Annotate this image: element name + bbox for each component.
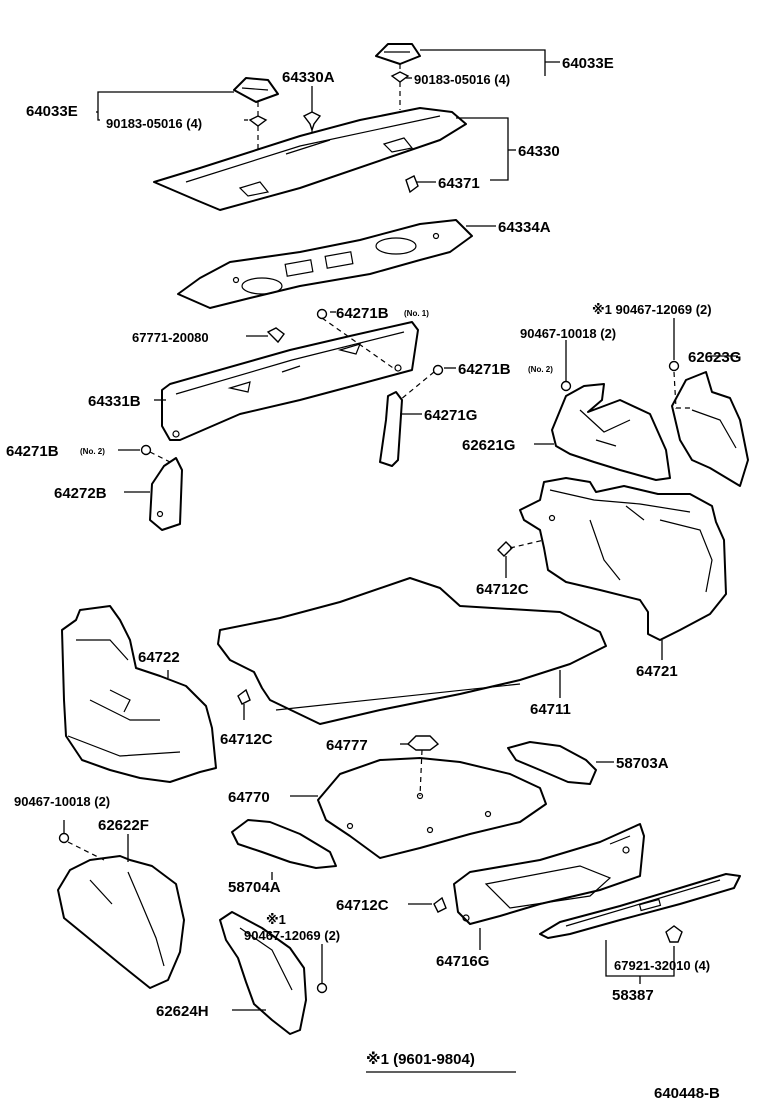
label-90467-10018-top: 90467-10018 (2) — [520, 326, 616, 341]
label-58704A: 58704A — [228, 879, 281, 896]
label-64712C-mid: 64712C — [220, 731, 273, 748]
label-90183-right: 90183-05016 (4) — [414, 72, 510, 87]
clip-64271B-no2-left — [140, 444, 152, 456]
screw-67921 — [665, 925, 683, 943]
wheelhouse-trim-62621G — [551, 383, 671, 481]
clip-90467-10018-top — [560, 380, 572, 392]
label-64722: 64722 — [138, 649, 180, 666]
clip-90467-10018-bot — [58, 832, 70, 844]
label-64331B: 64331B — [88, 393, 141, 410]
clip-64330A — [302, 111, 322, 133]
dash-line — [509, 539, 545, 549]
label-58703A: 58703A — [616, 755, 669, 772]
label-67771-20080: 67771-20080 — [132, 330, 209, 345]
label-62622F: 62622F — [98, 817, 149, 834]
footnote-text: ※1 (9601-9804) — [366, 1050, 475, 1068]
label-64271B-no2-left-note: (No. 2) — [80, 447, 105, 456]
dash-line — [399, 371, 435, 401]
speaker-cover-right — [375, 43, 421, 65]
clip-64271B-no2-right — [432, 364, 444, 376]
label-64271B-no2-left: 64271B — [6, 443, 59, 460]
side-trim-62623G — [671, 371, 749, 487]
label-64711: 64711 — [530, 701, 571, 718]
label-64271B-no1: 64271B — [336, 305, 389, 322]
dash-line — [149, 451, 171, 463]
trim-62624H — [219, 911, 307, 1035]
label-64777: 64777 — [326, 737, 368, 754]
clip-64712C-top — [497, 541, 513, 557]
label-62623G: 62623G — [688, 349, 741, 366]
label-67921-32010: 67921-32010 (4) — [614, 958, 710, 973]
clip-right — [390, 71, 410, 83]
rear-trim-panel — [161, 321, 419, 441]
label-64272B: 64272B — [54, 485, 107, 502]
label-64712C-top: 64712C — [476, 581, 529, 598]
clip-67771 — [266, 327, 285, 344]
diagram-code: 640448-B — [654, 1085, 720, 1102]
scuff-plate — [539, 873, 741, 939]
label-64271G: 64271G — [424, 407, 477, 424]
label-62621G: 62621G — [462, 437, 515, 454]
dash-line — [673, 371, 692, 409]
label-64330: 64330 — [518, 143, 560, 160]
pillar-trim-left — [149, 457, 183, 531]
trunk-side-trim-right — [519, 477, 727, 641]
rear-trunk-trim — [453, 823, 645, 925]
clip-left — [248, 115, 268, 127]
label-90467-10018-bot: 90467-10018 (2) — [14, 794, 110, 809]
pad-58704A — [231, 819, 337, 869]
hold-down-64777 — [406, 735, 440, 751]
label-90467-12069-bot-mark: ※1 — [266, 912, 286, 927]
spare-tire-cover — [317, 757, 547, 859]
dash-line — [419, 749, 423, 797]
clip-90467-12069-top — [668, 360, 680, 372]
label-64033E-right: 64033E — [562, 55, 614, 72]
dash-line — [67, 841, 105, 861]
clip-64712C-mid — [237, 688, 251, 705]
label-64330A: 64330A — [282, 69, 335, 86]
clip-64712C-bot — [433, 896, 447, 913]
label-90467-12069-top: ※1 90467-12069 (2) — [592, 302, 712, 317]
trim-62622F — [57, 855, 185, 989]
label-64770: 64770 — [228, 789, 270, 806]
label-64033E-left: 64033E — [26, 103, 78, 120]
label-90183-left: 90183-05016 (4) — [106, 116, 202, 131]
label-90467-12069-bot: 90467-12069 (2) — [244, 928, 340, 943]
label-64716G: 64716G — [436, 953, 489, 970]
dash-line — [321, 317, 397, 371]
clip-90467-12069-bot — [316, 982, 328, 994]
label-58387: 58387 — [612, 987, 654, 1004]
leader-lines — [63, 49, 738, 1011]
trunk-floor-mat — [217, 577, 607, 725]
label-62624H: 62624H — [156, 1003, 209, 1020]
pillar-trim-right — [379, 391, 403, 467]
tray-insulator — [177, 219, 473, 309]
label-64721: 64721 — [636, 663, 678, 680]
speaker-cover-left — [233, 77, 279, 103]
label-64271B-no1-note: (No. 1) — [404, 309, 429, 318]
label-64371: 64371 — [438, 175, 480, 192]
pad-58703A — [507, 741, 597, 785]
label-64271B-no2-right: 64271B — [458, 361, 511, 378]
clip-64371 — [405, 175, 419, 194]
label-64334A: 64334A — [498, 219, 551, 236]
trunk-side-trim-left — [61, 605, 217, 783]
label-64271B-no2-right-note: (No. 2) — [528, 365, 553, 374]
clip-64271B-no1 — [316, 308, 328, 320]
label-64712C-bot: 64712C — [336, 897, 389, 914]
